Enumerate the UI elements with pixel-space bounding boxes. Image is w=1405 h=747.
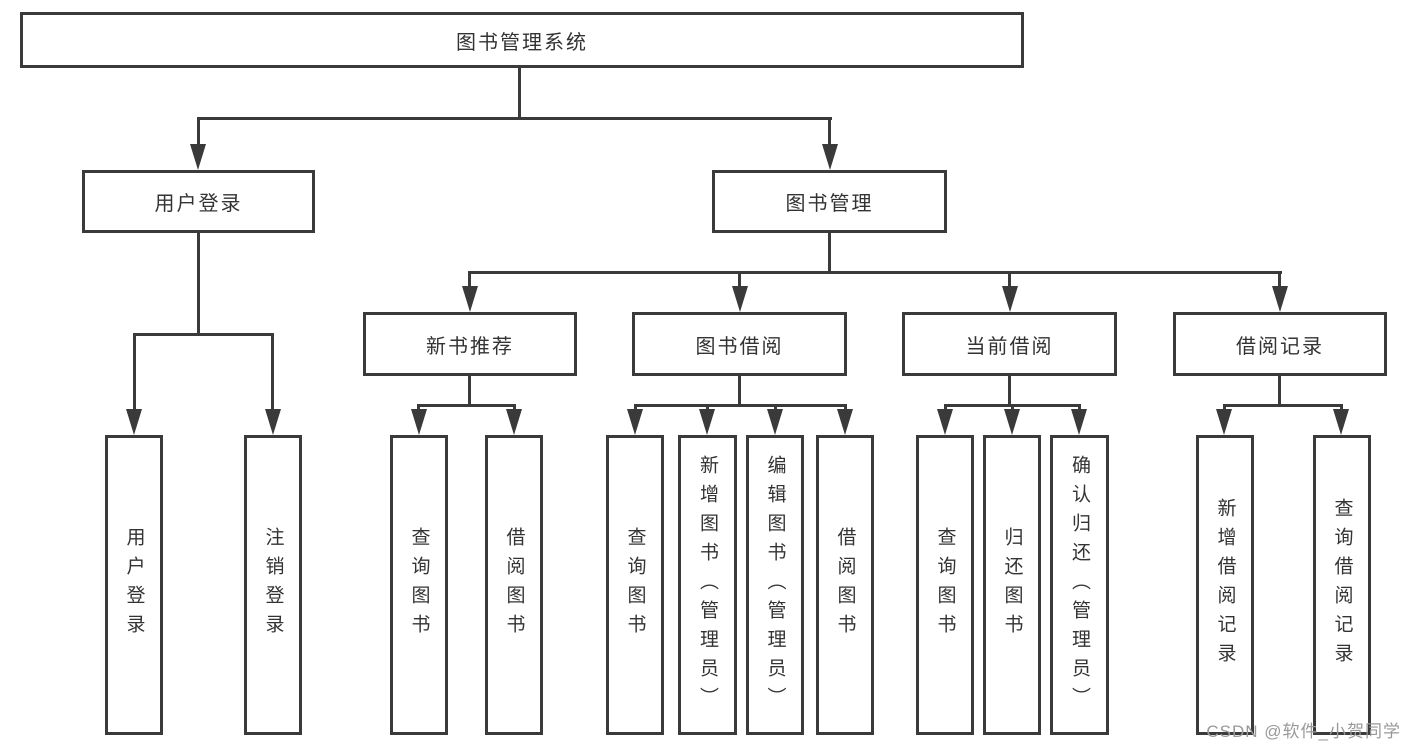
connector-line	[1278, 376, 1281, 407]
connector-line	[706, 404, 709, 413]
arrowhead-down-icon	[1333, 409, 1349, 435]
connector-line	[1223, 404, 1226, 413]
leaf-query-borrow-record: 查询借阅记录	[1313, 435, 1371, 735]
connector-line	[1278, 271, 1281, 291]
node-borrowing-records: 借阅记录	[1173, 312, 1387, 376]
arrowhead-down-icon	[767, 409, 783, 435]
arrowhead-down-icon	[937, 409, 953, 435]
arrowhead-down-icon	[627, 409, 643, 435]
connector-line	[1340, 404, 1343, 413]
connector-line	[634, 404, 637, 413]
connector-line	[944, 404, 947, 413]
connector-line	[417, 404, 516, 407]
leaf-query-books-recommend: 查询图书	[390, 435, 448, 735]
arrowhead-down-icon	[411, 409, 427, 435]
arrowhead-down-icon	[265, 409, 281, 435]
connector-line	[1223, 404, 1343, 407]
node-book-management-system: 图书管理系统	[20, 12, 1024, 68]
node-new-book-recommend: 新书推荐	[363, 312, 577, 376]
leaf-edit-books-admin: 编辑图书（管理员）	[746, 435, 804, 735]
leaf-add-books-admin: 新增图书（管理员）	[678, 435, 737, 735]
arrowhead-down-icon	[1071, 409, 1087, 435]
connector-line	[738, 271, 741, 291]
leaf-user-login: 用户登录	[105, 435, 163, 735]
connector-line	[417, 404, 420, 413]
arrowhead-down-icon	[732, 286, 748, 312]
connector-line	[828, 233, 831, 274]
arrowhead-down-icon	[1004, 409, 1020, 435]
arrowhead-down-icon	[837, 409, 853, 435]
connector-line	[1008, 376, 1011, 407]
leaf-add-borrow-record: 新增借阅记录	[1196, 435, 1254, 735]
connector-line	[828, 117, 831, 147]
connector-line	[1011, 404, 1014, 413]
connector-line	[844, 404, 847, 413]
arrowhead-down-icon	[1216, 409, 1232, 435]
connector-line	[468, 376, 471, 407]
connector-line	[133, 333, 136, 413]
node-book-management: 图书管理	[712, 170, 947, 233]
leaf-borrow-books-borrowing: 借阅图书	[816, 435, 874, 735]
connector-line	[468, 271, 1282, 274]
connector-line	[1008, 271, 1011, 291]
connector-line	[774, 404, 777, 413]
node-current-borrowing: 当前借阅	[902, 312, 1117, 376]
watermark: CSDN @软件_小贺同学	[1206, 722, 1401, 741]
leaf-query-books-borrowing: 查询图书	[606, 435, 664, 735]
arrowhead-down-icon	[1002, 286, 1018, 312]
connector-line	[738, 376, 741, 407]
arrowhead-down-icon	[822, 144, 838, 170]
connector-line	[197, 233, 200, 336]
node-user-login: 用户登录	[82, 170, 315, 233]
connector-line	[634, 404, 846, 407]
connector-line	[1078, 404, 1081, 413]
arrowhead-down-icon	[699, 409, 715, 435]
leaf-confirm-return-admin: 确认归还（管理员）	[1050, 435, 1109, 735]
connector-line	[468, 271, 471, 291]
arrowhead-down-icon	[462, 286, 478, 312]
connector-line	[197, 117, 200, 147]
connector-line	[518, 68, 521, 119]
leaf-logout: 注销登录	[244, 435, 302, 735]
leaf-borrow-books-recommend: 借阅图书	[485, 435, 543, 735]
leaf-query-books-current: 查询图书	[916, 435, 974, 735]
connector-line	[133, 333, 274, 336]
arrowhead-down-icon	[506, 409, 522, 435]
arrowhead-down-icon	[126, 409, 142, 435]
leaf-return-books: 归还图书	[983, 435, 1041, 735]
connector-line	[513, 404, 516, 413]
arrowhead-down-icon	[1272, 286, 1288, 312]
connector-line	[271, 333, 274, 413]
connector-line	[197, 117, 832, 120]
node-book-borrowing: 图书借阅	[632, 312, 847, 376]
arrowhead-down-icon	[190, 144, 206, 170]
